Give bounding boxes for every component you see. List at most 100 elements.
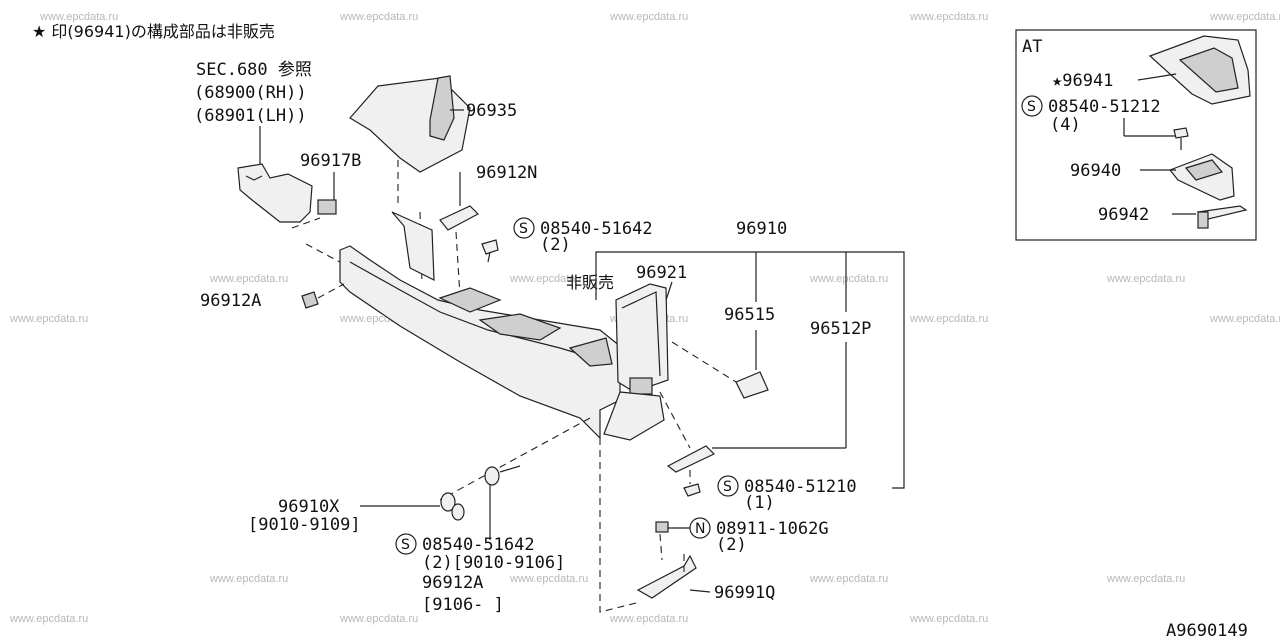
label-96917B: 96917B <box>300 151 361 171</box>
bracket-plate <box>391 211 435 281</box>
watermark: www.epcdata.ru <box>9 313 88 325</box>
clip-96912A-bottom <box>484 466 500 486</box>
screw-icon <box>481 239 499 255</box>
dashed-guide <box>599 438 641 613</box>
dashed-guide <box>671 341 737 383</box>
watermark: www.epcdata.ru <box>1209 313 1280 325</box>
screw-symbol-icon <box>395 533 417 555</box>
screw-symbol-icon <box>513 217 535 239</box>
watermark: www.epcdata.ru <box>1106 573 1185 585</box>
bracket-96991Q <box>636 554 697 599</box>
label-96912A-top: 96912A <box>200 291 261 311</box>
label-96941: ★96941 <box>1052 71 1113 91</box>
qty-08911-1062G: (2) <box>716 535 747 555</box>
screw-symbol-letter: S <box>401 537 410 553</box>
clip-shank <box>499 465 521 473</box>
cap-96515 <box>735 371 769 399</box>
watermark: www.epcdata.ru <box>509 273 588 285</box>
label-08911-1062G: 08911-1062G <box>716 519 829 539</box>
watermark: www.epcdata.ru <box>909 313 988 325</box>
qty-08540-51210: (1) <box>744 493 775 513</box>
watermark: www.epcdata.ru <box>339 613 418 625</box>
cover-96941-opening <box>1178 47 1239 93</box>
dashed-guide <box>659 391 691 449</box>
screw-icon <box>1173 127 1189 139</box>
qty-08540-51212: (4) <box>1050 115 1081 135</box>
dashed-guide <box>291 217 321 229</box>
label-96940: 96940 <box>1070 161 1121 181</box>
screw-shank <box>487 251 491 263</box>
dashed-guide <box>305 243 341 263</box>
label-08540-51642-top: 08540-51642 <box>540 219 653 239</box>
label-96991Q: 96991Q <box>714 583 775 603</box>
watermark: www.epcdata.ru <box>1209 11 1280 23</box>
watermark: www.epcdata.ru <box>809 573 888 585</box>
finisher-96912N <box>439 205 479 231</box>
group-bracket-96910 <box>595 251 905 489</box>
label-96912N: 96912N <box>476 163 537 183</box>
bracket-96512P <box>666 445 716 473</box>
watermark: www.epcdata.ru <box>9 613 88 625</box>
screw-symbol-letter: S <box>1027 99 1036 115</box>
clip-96910X <box>440 492 456 512</box>
label-96912A-bottom: 96912A <box>422 573 483 593</box>
watermark: www.epcdata.ru <box>1106 273 1185 285</box>
clip-96917B <box>317 199 337 215</box>
label-96942: 96942 <box>1098 205 1149 225</box>
screw-symbol-icon <box>717 475 739 497</box>
console-tray <box>478 313 562 341</box>
clip-96910X-head <box>451 503 465 521</box>
diagram-id: A9690149 <box>1166 621 1248 640</box>
watermark: www.epcdata.ru <box>509 573 588 585</box>
console-body <box>339 245 621 440</box>
dashed-guide <box>317 283 345 299</box>
inset-at-box <box>1015 29 1257 241</box>
label-96910X: 96910X <box>278 497 340 517</box>
label-hihanbai: 非販売 <box>566 273 614 292</box>
watermark: www.epcdata.ru <box>809 273 888 285</box>
label-96921: 96921 <box>636 263 687 283</box>
label-96512P: 96512P <box>810 319 871 339</box>
date-96912A-bottom: [9106- ] <box>422 595 504 615</box>
ref-lh: (68901(LH)) <box>194 106 307 126</box>
screw-symbol-icon <box>1021 95 1043 117</box>
console-rear <box>603 391 665 441</box>
console-recess <box>438 287 502 313</box>
label-96935: 96935 <box>466 101 517 121</box>
indicator-detail <box>1184 159 1224 181</box>
leader-line <box>665 281 673 301</box>
armrest-96921 <box>615 283 669 393</box>
bulb-socket <box>1197 211 1209 229</box>
watermark: www.epcdata.ru <box>609 613 688 625</box>
armrest-socket <box>629 377 653 395</box>
side-finisher-detail <box>245 175 263 181</box>
note-non-sale: ★ 印(96941)の構成部品は非販売 <box>32 22 275 41</box>
ref-rh: (68900(RH)) <box>194 83 307 103</box>
screw-symbol-letter: S <box>519 221 528 237</box>
dashed-guide <box>659 533 663 561</box>
boot-stem <box>429 75 455 141</box>
cup-holder <box>568 337 613 367</box>
watermark: www.epcdata.ru <box>209 273 288 285</box>
watermark: www.epcdata.ru <box>909 11 988 23</box>
watermark: www.epcdata.ru <box>609 11 688 23</box>
nut-symbol-letter: N <box>695 521 705 537</box>
watermark: www.epcdata.ru <box>209 573 288 585</box>
leader-line <box>1137 73 1177 81</box>
qty-08540-51642-bottom: (2)[9010-9106] <box>422 553 565 573</box>
watermark: www.epcdata.ru <box>39 11 118 23</box>
dashed-guide <box>455 231 461 297</box>
label-08540-51212: 08540-51212 <box>1048 97 1161 117</box>
console-edge <box>349 261 601 361</box>
inset-title: AT <box>1022 37 1042 57</box>
label-96515: 96515 <box>724 305 775 325</box>
dashed-guide <box>439 417 591 501</box>
date-96910X: [9010-9109] <box>248 515 361 535</box>
label-08540-51642-bottom: 08540-51642 <box>422 535 535 555</box>
ref-section: SEC.680 参照 <box>196 60 312 80</box>
screw-icon <box>683 483 701 497</box>
armrest-edge <box>621 291 661 377</box>
qty-08540-51642-top: (2) <box>540 235 571 255</box>
